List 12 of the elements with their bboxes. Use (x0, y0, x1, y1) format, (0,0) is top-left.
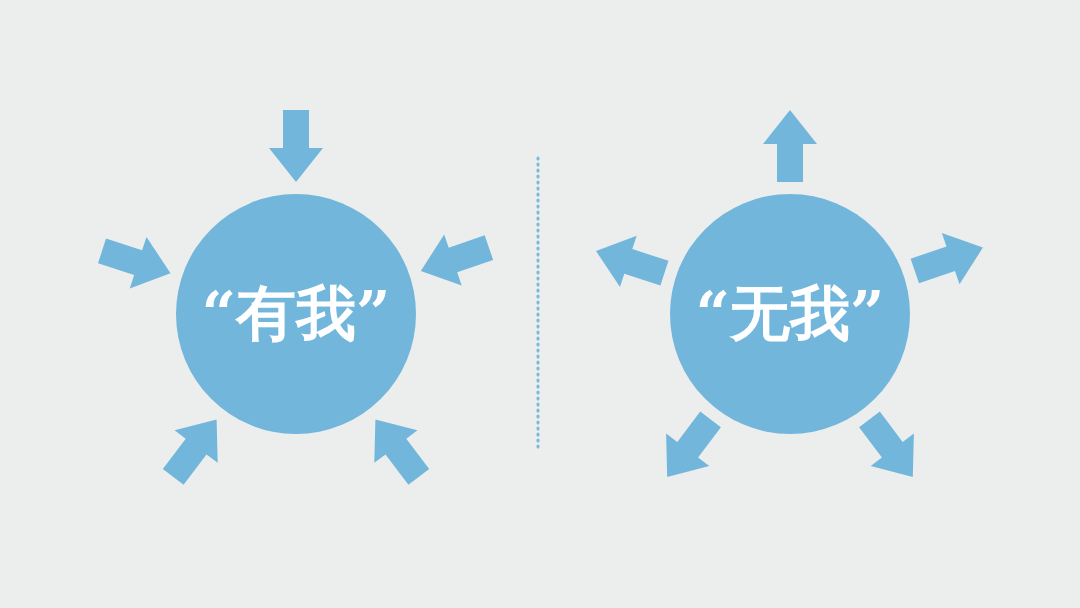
circle-label: “无我” (695, 276, 885, 350)
arrow (859, 411, 914, 477)
circle-label: “有我” (201, 276, 391, 350)
arrow (98, 237, 171, 289)
arrow (910, 233, 983, 285)
arrow (666, 411, 721, 477)
arrow (374, 419, 430, 485)
arrow (596, 235, 669, 288)
arrow (162, 419, 218, 485)
arrow (269, 110, 323, 182)
arrow (763, 110, 817, 182)
arrow (420, 234, 494, 286)
